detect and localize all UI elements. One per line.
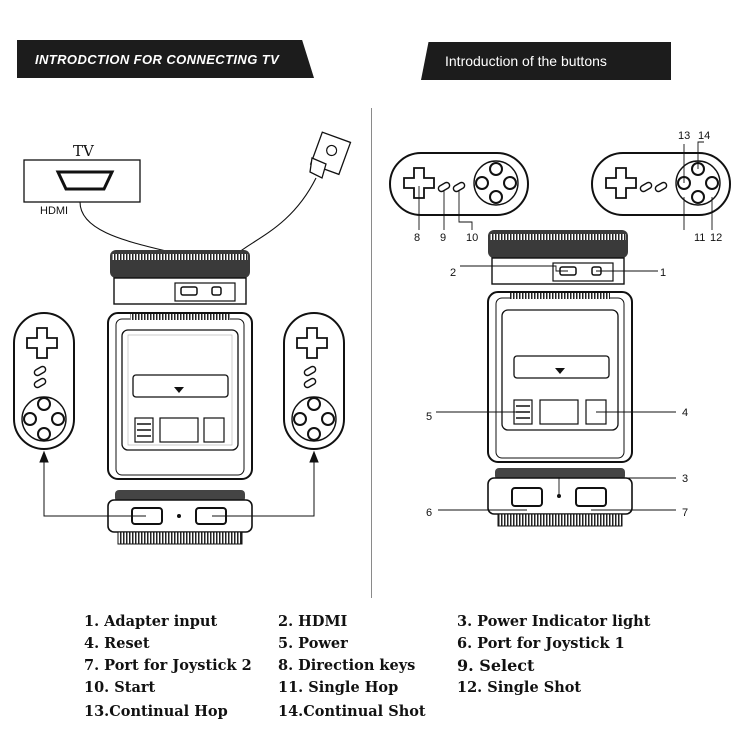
callout-5: 5 <box>426 411 432 423</box>
controller-horizontal-right <box>591 152 731 216</box>
callout-8: 8 <box>414 232 420 244</box>
legend-item-14: 14.Continual Shot <box>278 703 426 720</box>
legend-item-7: 7. Port for Joystick 2 <box>84 657 252 674</box>
legend-item-12: 12. Single Shot <box>457 679 582 696</box>
buttons-banner-text: Introduction of the buttons <box>445 53 607 69</box>
hdmi-port-icon <box>55 170 115 191</box>
callout-9: 9 <box>440 232 446 244</box>
console-front-view <box>107 490 253 545</box>
callout-11: 11 <box>694 232 705 244</box>
legend-item-6: 6. Port for Joystick 1 <box>457 635 625 652</box>
console-top-view-2 <box>487 291 633 463</box>
legend-item-1: 1. Adapter input <box>84 613 218 630</box>
legend-item-2: 2. HDMI <box>278 613 348 630</box>
legend-item-10: 10. Start <box>84 679 156 696</box>
controller-left-vertical <box>13 312 75 450</box>
tv-illustration: TV HDMI <box>23 142 189 291</box>
connecting-tv-banner: INTRODCTION FOR CONNECTING TV <box>17 40 314 78</box>
callout-leader-lines <box>418 141 713 511</box>
controller-connection-arrows <box>39 450 319 517</box>
callout-10: 10 <box>466 232 478 244</box>
callout-4: 4 <box>682 407 688 419</box>
connecting-tv-banner-text: INTRODCTION FOR CONNECTING TV <box>35 52 280 67</box>
controller-right-vertical <box>283 312 345 450</box>
legend-item-11: 11. Single Hop <box>278 679 399 696</box>
callout-13: 13 <box>678 130 690 142</box>
callout-7: 7 <box>682 507 688 519</box>
console-front-view-2 <box>487 468 633 527</box>
console-rear-view-2 <box>488 230 628 285</box>
legend-item-4: 4. Reset <box>84 635 150 652</box>
callout-6: 6 <box>426 507 432 519</box>
buttons-banner: Introduction of the buttons <box>421 42 671 80</box>
callout-12: 12 <box>710 232 722 244</box>
callout-numbers: 1 2 3 4 5 6 7 8 9 10 11 12 13 14 <box>414 130 722 519</box>
console-rear-view <box>110 250 250 305</box>
callout-1: 1 <box>660 267 666 279</box>
legend-item-3: 3. Power Indicator light <box>457 613 651 630</box>
callout-3: 3 <box>682 473 688 485</box>
legend-item-13: 13.Continual Hop <box>84 703 228 720</box>
tv-label: TV <box>73 142 95 160</box>
console-top-view <box>107 312 253 480</box>
legend-item-9: 9. Select <box>457 656 535 675</box>
legend-item-5: 5. Power <box>278 635 348 652</box>
callout-14: 14 <box>698 130 710 142</box>
controller-horizontal-left <box>389 152 529 216</box>
legend-item-8: 8. Direction keys <box>278 657 416 674</box>
callout-2: 2 <box>450 267 456 279</box>
section-divider <box>371 108 372 598</box>
hdmi-label: HDMI <box>40 205 68 217</box>
